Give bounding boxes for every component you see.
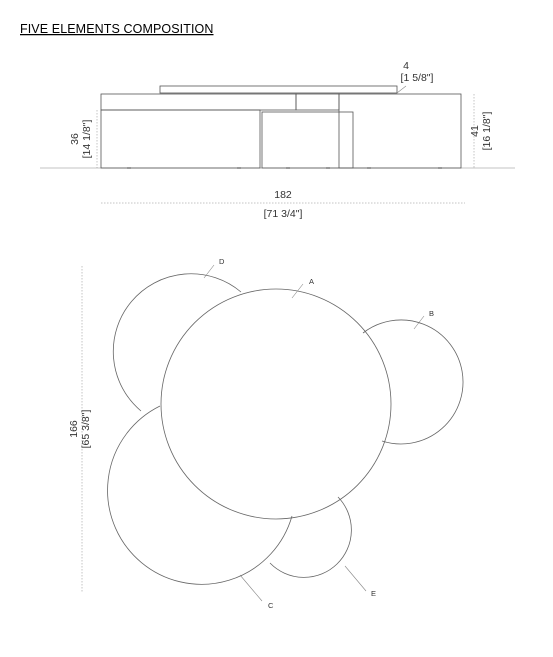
foot <box>286 167 290 169</box>
left-height-in: [14 1/8"] <box>81 120 93 159</box>
label-a: A <box>309 277 314 286</box>
foot <box>237 167 241 169</box>
overall-depth-cm: 166 <box>68 420 80 438</box>
label-leader-a <box>291 283 304 299</box>
foot <box>326 167 330 169</box>
elevation-view: 4 [1 5/8"] 36 [14 1/8"] 41 [16 1/8"] 182… <box>40 60 515 220</box>
left-lower-body <box>100 109 261 169</box>
foot <box>438 167 442 169</box>
top-thickness-cm: 4 <box>403 60 409 72</box>
table-element-d <box>112 273 242 412</box>
overall-depth-in: [65 3/8"] <box>80 410 92 449</box>
table-element-b <box>362 319 464 445</box>
foot <box>367 167 371 169</box>
right-tall-body <box>338 93 462 169</box>
table-element-c <box>107 405 293 585</box>
overall-width-cm: 182 <box>274 189 292 201</box>
feet <box>127 167 442 169</box>
label-leader-c <box>239 574 263 602</box>
label-e: E <box>371 589 376 598</box>
overall-width-in: [71 3/4"] <box>264 208 303 220</box>
thickness-leader <box>396 85 407 94</box>
left-upper-slab <box>100 93 297 111</box>
label-leader-b <box>413 315 425 330</box>
label-c: C <box>268 601 274 610</box>
table-element-a <box>160 288 392 520</box>
drawing-title: FIVE ELEMENTS COMPOSITION <box>20 22 214 36</box>
right-height-cm: 41 <box>469 125 481 137</box>
center-lower-body <box>261 111 354 169</box>
label-b: B <box>429 309 434 318</box>
foot <box>127 167 131 169</box>
label-d: D <box>219 257 225 266</box>
label-leader-d <box>203 264 215 279</box>
left-height-cm: 36 <box>69 133 81 145</box>
top-thickness-in: [1 5/8"] <box>401 72 434 84</box>
table-element-e <box>269 496 352 578</box>
top-plate <box>159 85 398 94</box>
center-riser <box>295 93 340 111</box>
right-height-in: [16 1/8"] <box>481 112 493 151</box>
label-leader-e <box>344 565 367 592</box>
plan-view: 166 [65 3/8"] D A B C E <box>68 257 464 610</box>
